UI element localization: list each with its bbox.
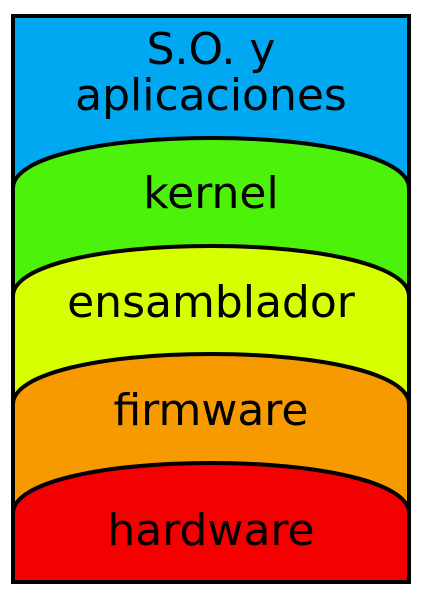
layer-hardware-label: hardware (107, 505, 314, 556)
layer-hardware: hardware (11, 460, 411, 584)
layer-apps-label-line1: S.O. y (147, 24, 276, 75)
layer-apps-label-line2: aplicaciones (75, 70, 347, 121)
layer-kernel-label: kernel (143, 168, 278, 219)
layer-firmware-label: firmware (113, 385, 308, 436)
layer-hardware-shape (11, 460, 411, 584)
layer-assembler-label: ensamblador (67, 277, 356, 328)
diagram-border (11, 14, 411, 584)
